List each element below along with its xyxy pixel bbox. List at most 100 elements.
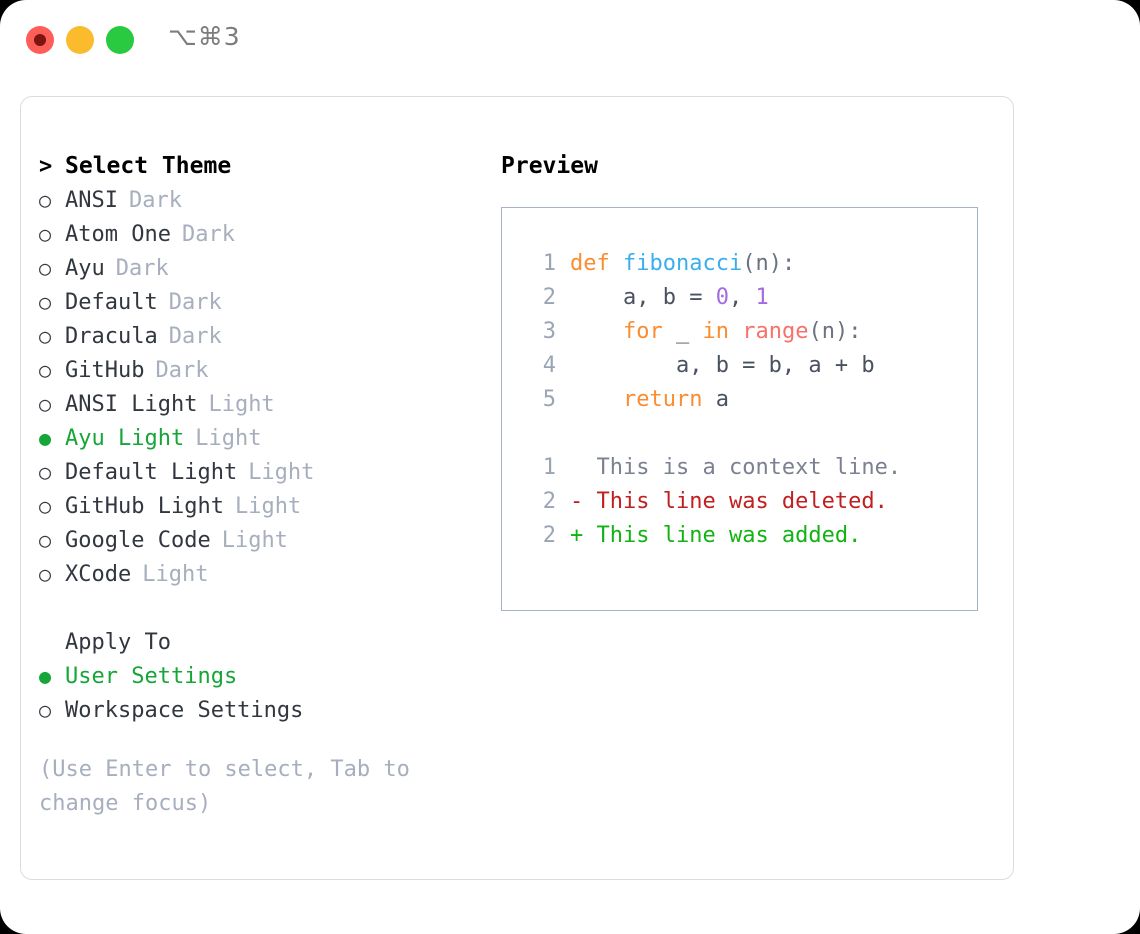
theme-list-item[interactable]: ○ Ayu Dark bbox=[39, 251, 479, 285]
code-token-kw: for bbox=[622, 318, 663, 344]
radio-unselected-icon: ○ bbox=[39, 256, 52, 280]
theme-name-label: Atom One bbox=[65, 221, 171, 247]
list-spacer bbox=[39, 591, 479, 625]
theme-name-label: Ayu Light bbox=[65, 425, 185, 451]
code-line-text: a, b = 0, 1 bbox=[570, 285, 769, 310]
apply-to-item[interactable]: ●User Settings bbox=[39, 659, 479, 693]
recording-indicator-icon bbox=[34, 34, 46, 46]
theme-list-item[interactable]: ○ GitHub Light Light bbox=[39, 489, 479, 523]
radio-unselected-icon: ○ bbox=[39, 392, 52, 416]
theme-variant-badge: Light bbox=[208, 391, 275, 417]
theme-variant-badge: Light bbox=[221, 527, 288, 553]
code-line: 5 return a bbox=[520, 382, 971, 416]
code-line: 4 a, b = b, a + b bbox=[520, 348, 971, 382]
code-line-text: return a bbox=[570, 387, 729, 412]
code-token-plain bbox=[729, 319, 742, 344]
radio-unselected-icon: ○ bbox=[39, 188, 52, 212]
theme-variant-badge: Dark bbox=[168, 323, 222, 349]
code-token-kw: in bbox=[702, 318, 729, 344]
theme-list-item[interactable]: ○ Atom One Dark bbox=[39, 217, 479, 251]
diff-marker: - bbox=[570, 488, 597, 514]
radio-unselected-icon: ○ bbox=[39, 698, 52, 722]
theme-name-label: Google Code bbox=[65, 527, 211, 553]
caret-icon: > bbox=[39, 153, 53, 179]
minimize-icon[interactable] bbox=[66, 26, 94, 54]
diff-text: This line was deleted. bbox=[596, 488, 888, 514]
theme-name-label: Dracula bbox=[65, 323, 158, 349]
code-line-text: def fibonacci(n): bbox=[570, 251, 795, 276]
code-token-fn: fibonacci bbox=[622, 250, 743, 276]
apply-to-item[interactable]: ○Workspace Settings bbox=[39, 693, 479, 727]
code-line-text: for _ in range(n): bbox=[570, 319, 861, 344]
apply-to-label: User Settings bbox=[65, 663, 238, 689]
diff-text: This line was added. bbox=[596, 522, 862, 548]
diff-line-number: 1 bbox=[542, 454, 556, 480]
theme-list-item[interactable]: ○ Default Dark bbox=[39, 285, 479, 319]
theme-variant-badge: Light bbox=[195, 425, 262, 451]
radio-unselected-icon: ○ bbox=[39, 494, 52, 518]
diff-line-number: 2 bbox=[542, 522, 556, 548]
theme-name-label: GitHub Light bbox=[65, 493, 224, 519]
diff-line: 2 + This line was added. bbox=[520, 518, 971, 552]
code-line-number: 4 bbox=[542, 352, 556, 378]
title-bar: ⌥⌘3 bbox=[0, 0, 1140, 78]
diff-text: This is a context line. bbox=[596, 454, 902, 480]
diff-marker: + bbox=[570, 522, 597, 548]
theme-list-item[interactable]: ● Ayu Light Light bbox=[39, 421, 479, 455]
diff-line-text: This is a context line. bbox=[570, 454, 902, 480]
theme-list-item[interactable]: ○ Google Code Light bbox=[39, 523, 479, 557]
keyboard-hint-text: (Use Enter to select, Tab to change focu… bbox=[39, 757, 424, 816]
diff-line-text: + This line was added. bbox=[570, 523, 861, 548]
theme-variant-badge: Dark bbox=[181, 221, 235, 247]
code-token-plain: , bbox=[728, 284, 756, 310]
radio-unselected-icon: ○ bbox=[39, 358, 52, 382]
theme-name-label: ANSI Light bbox=[65, 391, 198, 417]
radio-unselected-icon: ○ bbox=[39, 324, 52, 348]
radio-unselected-icon: ○ bbox=[39, 222, 52, 246]
code-line-number: 3 bbox=[542, 318, 556, 344]
theme-name-label: Default Light bbox=[65, 459, 238, 485]
code-line-number: 5 bbox=[542, 386, 556, 412]
theme-name-label: Default bbox=[65, 289, 158, 315]
maximize-icon[interactable] bbox=[106, 26, 134, 54]
diff-line-number: 2 bbox=[542, 488, 556, 514]
code-token-plain bbox=[570, 387, 623, 412]
code-line-text: a, b = b, a + b bbox=[570, 353, 875, 378]
code-token-pn: (n): bbox=[742, 250, 796, 276]
theme-list-item[interactable]: ○ Dracula Dark bbox=[39, 319, 479, 353]
code-token-pn: (n): bbox=[808, 318, 862, 344]
theme-variant-badge: Dark bbox=[115, 255, 169, 281]
code-token-num: 0 bbox=[715, 284, 729, 310]
code-token-num: 1 bbox=[755, 284, 769, 310]
apply-to-list: ●User Settings○Workspace Settings bbox=[39, 659, 479, 727]
theme-name-label: Ayu bbox=[65, 255, 105, 281]
radio-selected-icon: ● bbox=[39, 426, 52, 450]
diff-line: 1 This is a context line. bbox=[520, 450, 971, 484]
theme-variant-badge: Dark bbox=[168, 289, 222, 315]
theme-variant-badge: Light bbox=[234, 493, 302, 519]
code-token-plain: _ bbox=[662, 318, 703, 344]
code-token-plain bbox=[570, 319, 623, 344]
theme-variant-badge: Light bbox=[248, 459, 315, 485]
theme-name-label: XCode bbox=[65, 561, 132, 587]
theme-name-label: ANSI bbox=[65, 187, 118, 213]
radio-unselected-icon: ○ bbox=[39, 562, 52, 586]
theme-name-label: GitHub bbox=[65, 357, 145, 383]
code-diff-separator bbox=[520, 416, 971, 450]
radio-unselected-icon: ○ bbox=[39, 528, 52, 552]
radio-unselected-icon: ○ bbox=[39, 290, 52, 314]
theme-list-item[interactable]: ○ ANSI Light Light bbox=[39, 387, 479, 421]
apply-to-header: Apply To bbox=[65, 629, 171, 655]
code-token-plain: a, b = bbox=[570, 284, 716, 310]
theme-picker-header: > Select Theme bbox=[39, 149, 479, 183]
